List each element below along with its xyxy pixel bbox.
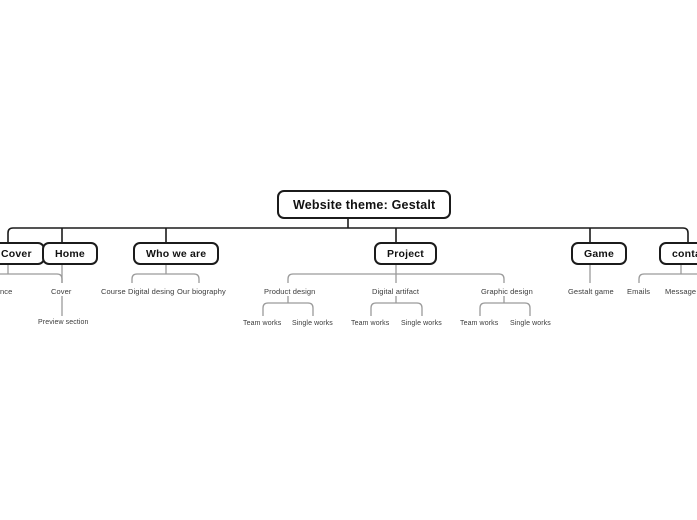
node-home-label: Home [55, 247, 85, 260]
connector-whoweare-bracket [131, 273, 200, 283]
connector-product-bracket [262, 302, 314, 316]
connector-main-bus [7, 227, 689, 242]
label-single-works-3-text: Single works [510, 320, 551, 327]
label-message-box[interactable]: Message box [665, 287, 697, 296]
label-gestalt-game[interactable]: Gestalt game [568, 287, 614, 296]
label-emails[interactable]: Emails [627, 287, 650, 296]
label-our-biography[interactable]: Our biography [177, 287, 226, 296]
label-emails-text: Emails [627, 287, 651, 296]
label-sentence-text: entence [0, 287, 13, 296]
connector-contact-bracket [638, 273, 697, 283]
node-game-label: Game [584, 247, 614, 260]
label-single-works-2[interactable]: Single works [401, 320, 442, 327]
label-preview-section-text: Preview section [38, 319, 89, 326]
label-graphic-design-text: Graphic design [481, 287, 533, 296]
node-project-label: Project [387, 247, 424, 260]
label-preview-section[interactable]: Preview section [38, 319, 89, 326]
node-root-label: Website theme: Gestalt [293, 197, 436, 212]
label-team-works-3[interactable]: Team works [460, 320, 498, 327]
label-team-works-1[interactable]: Team works [243, 320, 281, 327]
node-who-we-are[interactable]: Who we are [133, 242, 220, 265]
node-root[interactable]: Website theme: Gestalt [277, 190, 452, 219]
label-graphic-design[interactable]: Graphic design [481, 287, 533, 296]
label-cover-sub-text: Cover [51, 287, 72, 296]
label-course-digital-desing-text: Course Digital desing [101, 287, 175, 296]
node-contact-label: contact [672, 247, 697, 260]
label-product-design[interactable]: Product design [264, 287, 315, 296]
node-cover[interactable]: Cover [0, 242, 45, 265]
connector-project-bracket [287, 273, 505, 283]
label-team-works-3-text: Team works [460, 320, 499, 327]
node-who-we-are-label: Who we are [146, 247, 207, 260]
node-contact[interactable]: contact [659, 242, 697, 265]
label-single-works-2-text: Single works [401, 320, 442, 327]
connector-artifact-bracket [370, 302, 423, 316]
label-sentence[interactable]: entence [0, 287, 12, 296]
label-product-design-text: Product design [264, 287, 316, 296]
label-digital-artifact-text: Digital artifact [372, 287, 420, 296]
node-home[interactable]: Home [42, 242, 98, 265]
label-team-works-2-text: Team works [351, 320, 390, 327]
label-single-works-3[interactable]: Single works [510, 320, 551, 327]
label-single-works-1[interactable]: Single works [292, 320, 333, 327]
label-team-works-2[interactable]: Team works [351, 320, 389, 327]
node-cover-label: Cover [1, 247, 32, 260]
node-project[interactable]: Project [374, 242, 437, 265]
label-team-works-1-text: Team works [243, 320, 282, 327]
label-course-digital-desing[interactable]: Course Digital desing [101, 287, 174, 296]
label-our-biography-text: Our biography [177, 287, 226, 296]
label-gestalt-game-text: Gestalt game [568, 287, 614, 296]
label-digital-artifact[interactable]: Digital artifact [372, 287, 419, 296]
label-single-works-1-text: Single works [292, 320, 333, 327]
label-cover-sub[interactable]: Cover [51, 287, 72, 296]
node-game[interactable]: Game [571, 242, 627, 265]
connector-graphic-bracket [479, 302, 531, 316]
label-message-box-text: Message box [665, 287, 697, 296]
connector-cover-bracket [0, 273, 63, 283]
